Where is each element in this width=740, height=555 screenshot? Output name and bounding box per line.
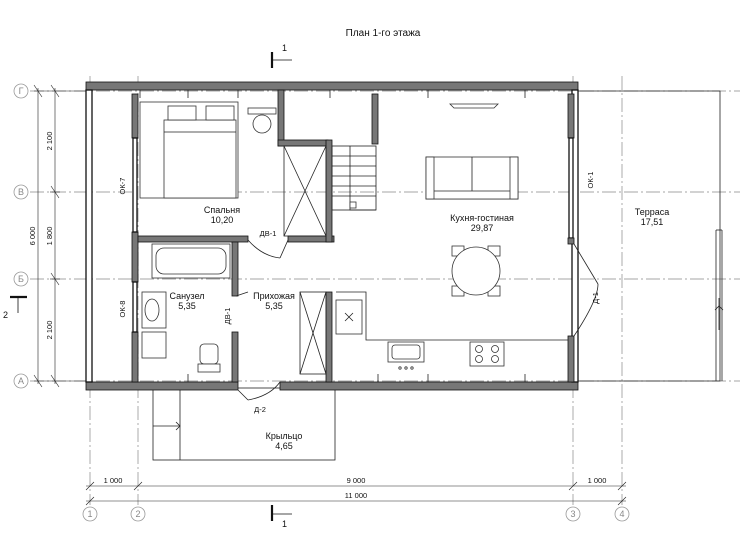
axis-bubble-b: Б — [13, 271, 29, 287]
plan-title: План 1-го этажа — [346, 28, 421, 39]
dim-horizontal-1: 1 000 — [104, 476, 123, 485]
room-porch-area: 4,65 — [275, 441, 293, 451]
dim-vertical-2: 1 800 — [45, 227, 54, 246]
terrace-outline — [576, 90, 724, 382]
axis-bubble-2: 2 — [130, 506, 146, 522]
axis-label-1: 1 — [87, 509, 92, 519]
door-dv1-bedroom — [247, 239, 289, 259]
opening-dv1-side: ДВ-1 — [223, 308, 232, 325]
axis-bubble-3: 3 — [565, 506, 581, 522]
sofa — [425, 156, 519, 200]
opening-d2: Д-2 — [254, 405, 266, 414]
range-hood — [449, 103, 499, 109]
section-mark-top: 1 — [270, 43, 292, 68]
opening-dv1-top: ДВ-1 — [260, 229, 277, 238]
opening-d1: Д-1 — [591, 292, 600, 304]
washing-machine — [141, 331, 167, 359]
toilet — [197, 343, 221, 373]
bathtub — [151, 243, 231, 279]
staircase — [283, 145, 377, 237]
room-bedroom-name: Спальня — [204, 205, 240, 215]
axis-label-a: А — [18, 376, 24, 386]
room-kitchen-area: 29,87 — [471, 223, 494, 233]
door-d2 — [237, 381, 281, 401]
axis-bubble-4: 4 — [614, 506, 630, 522]
section-mark-left: 2 — [3, 295, 27, 320]
dim-vertical-3: 2 100 — [45, 321, 54, 340]
axis-label-3: 3 — [570, 509, 575, 519]
porch-outline — [152, 387, 336, 461]
opening-ok7: ОК-7 — [118, 178, 127, 195]
axis-label-b: Б — [18, 274, 24, 284]
dim-horizontal-3: 1 000 — [588, 476, 607, 485]
axis-bubble-v: В — [13, 184, 29, 200]
section-mark-bottom: 1 — [270, 505, 292, 529]
room-kitchen-name: Кухня-гостиная — [450, 213, 514, 223]
room-hall-name: Прихожая — [253, 291, 295, 301]
vertical-dimensions: 2 100 1 800 2 100 6 000 — [28, 84, 86, 388]
bedside-chair — [247, 107, 277, 134]
dim-vertical-1: 2 100 — [45, 132, 54, 151]
room-porch-name: Крыльцо — [266, 431, 303, 441]
room-terrace-name: Терраса — [635, 207, 670, 217]
axis-bubble-a: А — [13, 373, 29, 389]
room-bathroom-area: 5,35 — [178, 301, 196, 311]
door-dv1-bath — [235, 291, 249, 297]
washbasin — [141, 291, 167, 329]
top-wall-windows — [139, 90, 526, 382]
door-d1 — [573, 243, 599, 337]
hall-wardrobe — [299, 291, 327, 375]
horizontal-dimensions: 1 000 9 000 1 000 11 000 — [85, 476, 627, 506]
axis-bubble-1: 1 — [82, 506, 98, 522]
axis-label-g: Г — [19, 86, 24, 96]
bed — [139, 101, 239, 199]
room-hall-area: 5,35 — [265, 301, 283, 311]
axis-label-4: 4 — [619, 509, 624, 519]
section-mark-bottom-label: 1 — [282, 519, 287, 529]
section-mark-left-label: 2 — [3, 310, 8, 320]
axis-label-v: В — [18, 187, 24, 197]
dining-table — [451, 245, 501, 297]
axis-bubble-g: Г — [13, 83, 29, 99]
interior-walls — [131, 89, 575, 383]
room-bathroom-name: Санузел — [169, 291, 204, 301]
kitchen-counter — [335, 291, 568, 370]
room-terrace-area: 17,51 — [641, 217, 664, 227]
section-mark-top-label: 1 — [282, 43, 287, 53]
dim-vertical-total: 6 000 — [28, 227, 37, 246]
opening-ok8: ОК-8 — [118, 301, 127, 318]
room-bedroom-area: 10,20 — [211, 215, 234, 225]
opening-ok1: ОК-1 — [586, 172, 595, 189]
axis-label-2: 2 — [135, 509, 140, 519]
exterior-walls — [85, 81, 579, 391]
dim-horizontal-2: 9 000 — [347, 476, 366, 485]
dim-horizontal-total: 11 000 — [345, 491, 367, 500]
